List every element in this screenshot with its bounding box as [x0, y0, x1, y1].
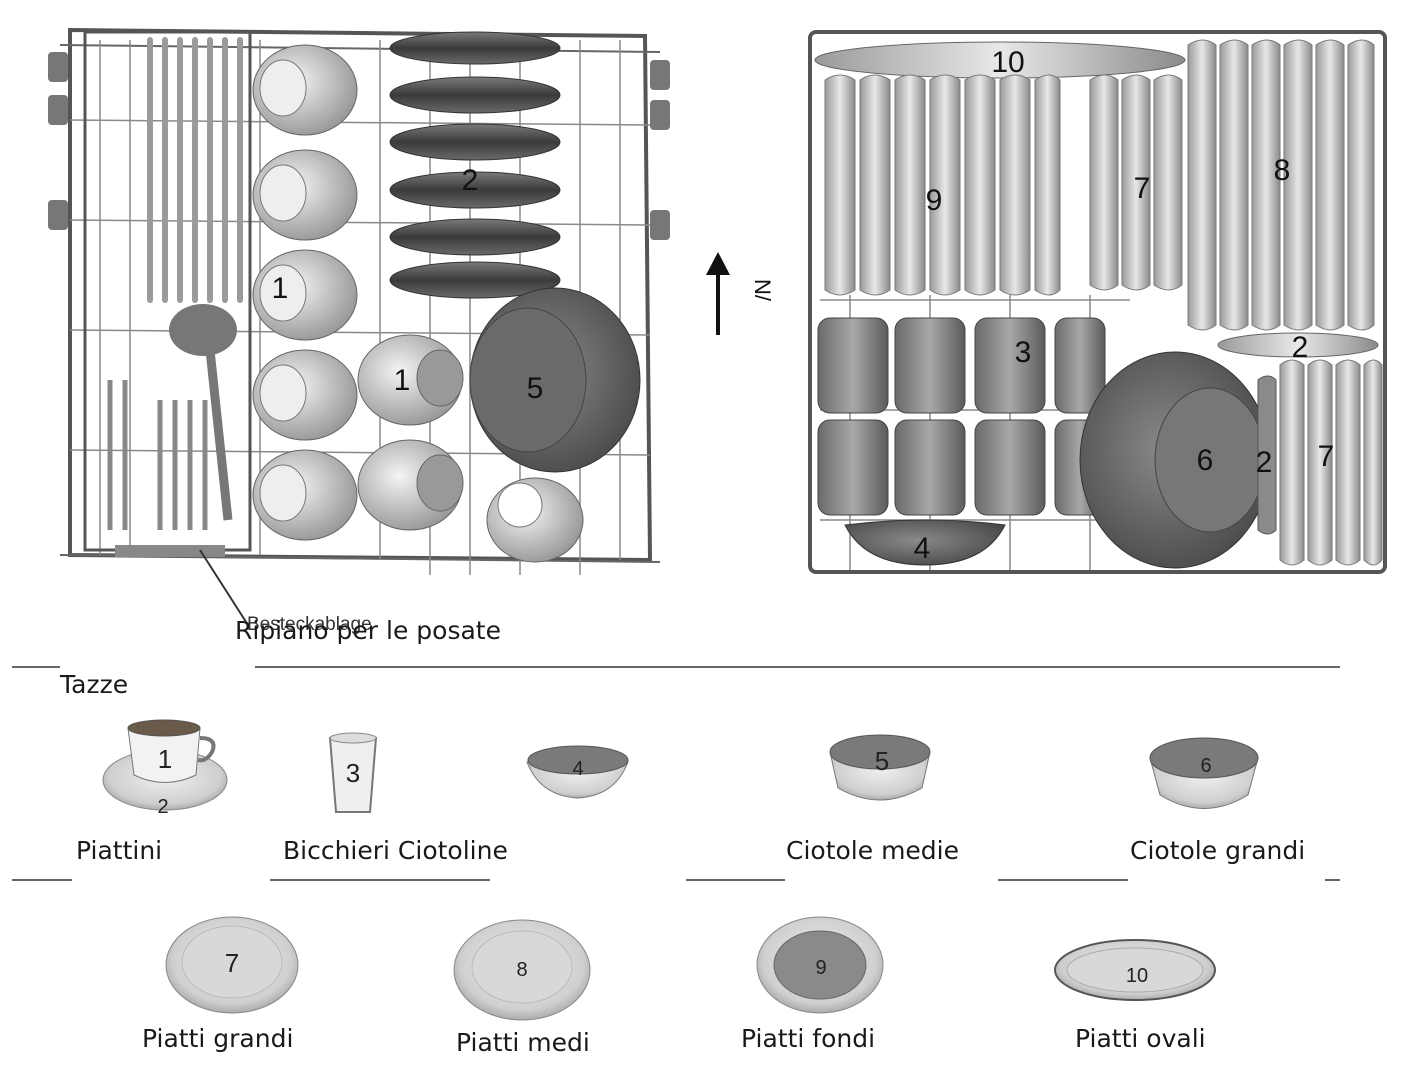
legend-dividers: [12, 666, 1340, 881]
legend-num-cup: 1: [158, 744, 172, 774]
caption-large-bowls: Ciotole grandi: [1130, 836, 1306, 865]
medium-plates: [1187, 39, 1375, 331]
caption-medium-bowls: Ciotole medie: [786, 836, 959, 865]
saucer-stack: [389, 31, 561, 299]
large-plates-upper: [1089, 74, 1183, 291]
cutlery-tray-label-it: Ripiano per le posate: [235, 616, 501, 645]
legend-medium-plate: 8: [453, 919, 591, 1021]
legend-small-bowl: 4: [526, 745, 629, 799]
legend-num-small-bowl: 4: [572, 758, 583, 780]
legend-glass: 3: [328, 732, 378, 813]
label-small-bowl: 4: [914, 532, 931, 565]
cutlery-tray: [83, 30, 252, 626]
label-medium-bowl: 5: [527, 372, 544, 405]
legend-deep-plate: 9: [756, 916, 884, 1014]
label-saucer-r2: 2: [1256, 446, 1273, 479]
label-medium-plates: 8: [1274, 154, 1291, 187]
caption-deep-plates: Piatti fondi: [741, 1024, 876, 1053]
label-glasses: 3: [1015, 336, 1032, 369]
cups-column: [252, 44, 584, 563]
glasses-grid: [817, 317, 1106, 516]
label-oval-platter: 10: [991, 46, 1024, 79]
label-cup-a: 1: [272, 272, 289, 305]
legend-num-large-plate: 7: [225, 948, 239, 978]
legend-num-saucer: 2: [157, 796, 168, 818]
legend-large-bowl: 6: [1149, 737, 1259, 809]
caption-medium-plates: Piatti medi: [456, 1028, 590, 1057]
large-bowl: [1079, 351, 1271, 569]
legend-num-medium-bowl: 5: [875, 746, 889, 776]
label-cup-b: 1: [394, 364, 411, 397]
label-saucer-r1: 2: [1292, 331, 1309, 364]
cutlery-tray-label-de: Besteckablage: [247, 614, 372, 635]
legend-num-large-bowl: 6: [1200, 755, 1211, 777]
caption-glasses-small-bowls: Bicchieri Ciotoline: [283, 836, 508, 865]
legend-num-glass: 3: [346, 758, 360, 788]
direction-arrow: N/: [706, 252, 775, 335]
legend-cup-saucer: 1 2: [102, 719, 228, 818]
label-large-plates-2: 7: [1318, 440, 1335, 473]
label-deep-plates: 9: [926, 184, 943, 217]
caption-large-plates: Piatti grandi: [142, 1024, 294, 1053]
small-bowl: [844, 519, 1006, 566]
caption-saucers: Piattini: [76, 836, 163, 865]
legend-large-plate: 7: [165, 916, 299, 1014]
deep-plates: [824, 74, 1061, 296]
upper-basket: 2 1 1 5: [48, 27, 670, 626]
medium-bowl: [469, 287, 641, 473]
label-large-plates-1: 7: [1134, 172, 1151, 205]
caption-cups: Tazze: [60, 670, 129, 699]
label-saucers: 2: [462, 164, 479, 197]
large-plates-lower: [1279, 359, 1383, 566]
legend-oval-plate: 10: [1054, 939, 1216, 1001]
legend-num-oval-plate: 10: [1126, 965, 1148, 987]
lower-basket: 10 9 7 8 3 2 6 2 7 4: [808, 30, 1387, 574]
caption-oval-plates: Piatti ovali: [1075, 1024, 1206, 1053]
arrow-label: N/: [750, 279, 775, 302]
legend-num-medium-plate: 8: [516, 959, 527, 981]
saucers-lower: [1217, 332, 1379, 535]
label-large-bowl: 6: [1197, 444, 1214, 477]
oval-platter: [814, 41, 1186, 79]
legend-num-deep-plate: 9: [815, 957, 826, 979]
legend-medium-bowl: 5: [829, 734, 931, 801]
